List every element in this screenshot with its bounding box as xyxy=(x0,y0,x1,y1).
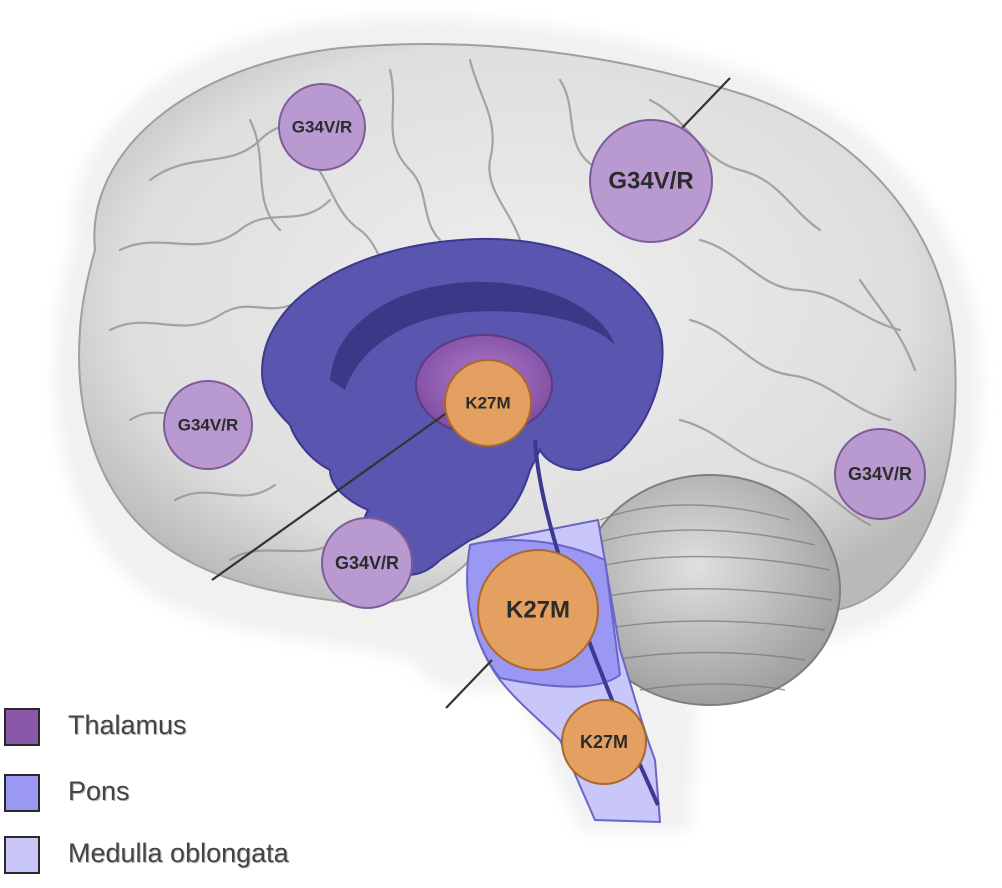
marker-k27-thalamus: K27M xyxy=(445,360,531,446)
legend-label-pons: Pons xyxy=(68,776,130,807)
legend-swatch-pons xyxy=(4,774,40,812)
marker-g34-frontal-top: G34V/R xyxy=(279,84,365,170)
marker-g34-parietal: G34V/R xyxy=(590,120,712,242)
legend-swatch-thalamus xyxy=(4,708,40,746)
legend-swatch-medulla xyxy=(4,836,40,874)
marker-g34-temporal: G34V/R xyxy=(322,518,412,608)
marker-label: G34V/R xyxy=(292,118,352,137)
marker-k27-pons: K27M xyxy=(478,550,598,670)
marker-label: K27M xyxy=(506,597,570,624)
marker-label: G34V/R xyxy=(848,464,912,484)
marker-g34-frontal-lower: G34V/R xyxy=(164,381,252,469)
marker-g34-occipital: G34V/R xyxy=(835,429,925,519)
legend-label-thalamus: Thalamus xyxy=(68,710,187,741)
marker-label: G34V/R xyxy=(335,553,399,573)
marker-label: K27M xyxy=(465,394,510,413)
marker-label: G34V/R xyxy=(608,168,693,195)
legend-label-medulla: Medulla oblongata xyxy=(68,838,289,869)
marker-label: G34V/R xyxy=(178,416,238,435)
marker-k27-medulla: K27M xyxy=(562,700,646,784)
marker-label: K27M xyxy=(580,732,628,752)
